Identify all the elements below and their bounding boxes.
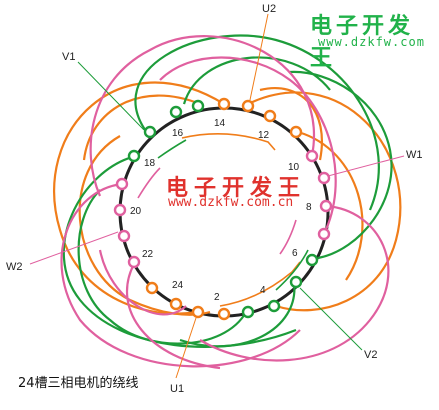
inner-connection-lines xyxy=(181,133,301,307)
slot-numbers: 2 4 6 8 10 12 14 16 18 20 22 24 xyxy=(130,118,312,303)
slot-label-10: 10 xyxy=(288,162,300,173)
terminal-labels: U2 V1 W1 W2 V2 U1 xyxy=(6,3,423,395)
slot-label-24: 24 xyxy=(172,280,184,291)
watermark-top-url: www.dzkfw.com xyxy=(318,35,425,49)
slot-terminals xyxy=(113,97,333,321)
slot-label-2: 2 xyxy=(214,292,220,303)
slot-label-6: 6 xyxy=(292,248,298,259)
slot-label-20: 20 xyxy=(130,206,142,217)
terminal-label-u2: U2 xyxy=(262,3,276,15)
terminal-label-w2: W2 xyxy=(6,261,23,273)
terminal-label-v1: V1 xyxy=(62,51,75,63)
watermark-center-brand: 电子开发王 xyxy=(166,176,307,201)
figure-caption: 24槽三相电机的绕线 xyxy=(18,376,139,391)
slot-label-16: 16 xyxy=(172,128,184,139)
terminal-label-u1: U1 xyxy=(170,383,184,395)
terminal-label-w1: W1 xyxy=(406,149,423,161)
slot-label-14: 14 xyxy=(214,118,226,129)
terminal-label-v2: V2 xyxy=(364,349,377,361)
slot-label-18: 18 xyxy=(144,158,156,169)
slot-label-4: 4 xyxy=(260,285,266,296)
slot-label-8: 8 xyxy=(306,202,312,213)
phase-v-coils xyxy=(62,34,393,348)
slot-label-12: 12 xyxy=(258,130,270,141)
phase-w-coils xyxy=(60,35,390,370)
terminal-leaders xyxy=(29,13,405,379)
slot-label-22: 22 xyxy=(142,249,154,260)
watermark-center-url: www.dzkfw.com.cn xyxy=(168,195,294,210)
watermark-top-brand: 电子开发王 xyxy=(310,14,415,71)
